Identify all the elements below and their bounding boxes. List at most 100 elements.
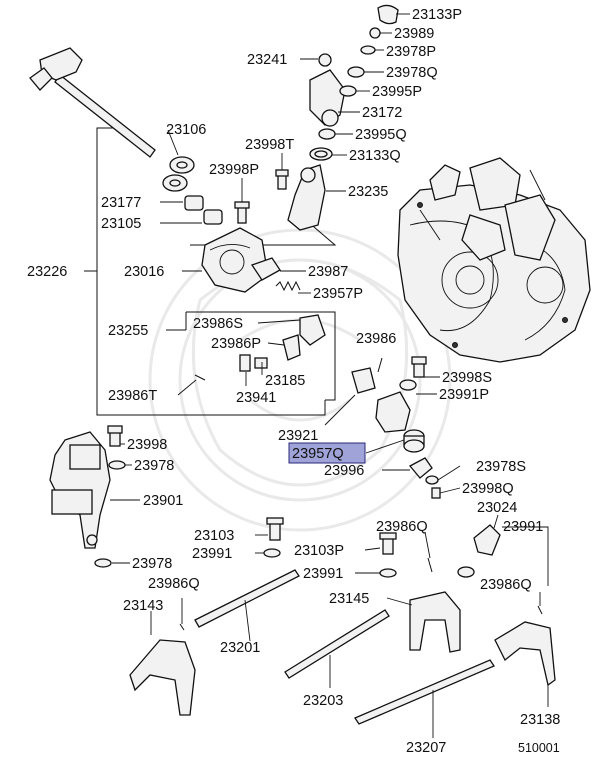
bolt-23103P: [379, 532, 397, 555]
washer-23991-b: [379, 568, 397, 578]
part-label-23991-a[interactable]: 23991: [192, 546, 232, 562]
part-label-23978-bottom[interactable]: 23978: [132, 556, 172, 572]
part-label-23138[interactable]: 23138: [520, 712, 560, 728]
shift-rail-23207: [354, 659, 495, 725]
part-label-23226[interactable]: 23226: [27, 264, 67, 280]
part-label-23996[interactable]: 23996: [324, 463, 364, 479]
washer-23991P: [399, 379, 417, 391]
part-label-23986Q-left[interactable]: 23986Q: [148, 576, 200, 592]
spring-23957P: [275, 280, 301, 292]
nut-23989: [369, 27, 381, 39]
shift-fork-23143: [129, 639, 196, 716]
shift-lever-23235: [287, 164, 326, 231]
part-label-23986Q-far[interactable]: 23986Q: [480, 577, 532, 593]
part-label-23177[interactable]: 23177: [101, 195, 141, 211]
bolt-23103: [266, 517, 284, 541]
part-label-23235[interactable]: 23235: [348, 184, 388, 200]
pin-23986Q-left: [179, 623, 185, 631]
bracket-23901: [49, 431, 111, 549]
part-label-23998Q[interactable]: 23998Q: [462, 481, 514, 497]
interlock-housing-23016: [201, 227, 269, 293]
bolt-23998P: [234, 201, 250, 224]
bolt-23998Q: [431, 487, 441, 499]
part-label-23901[interactable]: 23901: [143, 493, 183, 509]
pin-23986Q-mid: [427, 557, 433, 573]
bushing-23105: [203, 209, 223, 225]
part-label-23998P[interactable]: 23998P: [209, 162, 259, 178]
part-label-23241[interactable]: 23241: [247, 52, 287, 68]
figure-code: 510001: [518, 741, 560, 755]
shift-fork-23145: [409, 591, 461, 653]
lever-23996: [408, 457, 433, 479]
shift-rail-23203: [284, 609, 390, 679]
part-label-23998-left[interactable]: 23998: [127, 437, 167, 453]
part-label-23207[interactable]: 23207: [406, 740, 446, 756]
transmission-housing: [397, 157, 591, 363]
part-label-23998T[interactable]: 23998T: [245, 137, 294, 153]
part-label-23016[interactable]: 23016: [124, 264, 164, 280]
washer-23995Q: [318, 128, 336, 140]
part-label-23024[interactable]: 23024: [477, 500, 517, 516]
part-label-23172[interactable]: 23172: [362, 105, 402, 121]
leader-lines: [110, 13, 549, 738]
part-label-23203[interactable]: 23203: [303, 693, 343, 709]
part-labels: 23133P 23989 23978P 23241 23978Q 23995P …: [27, 7, 560, 756]
block-23921: [351, 367, 411, 433]
part-label-23986P[interactable]: 23986P: [211, 336, 261, 352]
part-label-23145[interactable]: 23145: [329, 591, 369, 607]
part-label-23986-mid[interactable]: 23986: [356, 331, 396, 347]
bolt-23998: [107, 425, 123, 447]
part-label-23941[interactable]: 23941: [236, 390, 276, 406]
part-label-23105[interactable]: 23105: [101, 216, 141, 232]
part-label-23995P[interactable]: 23995P: [372, 84, 422, 100]
shift-fork-23138: [494, 621, 556, 687]
plate-23987: [250, 257, 281, 281]
part-label-23986Q-right[interactable]: 23986Q: [376, 519, 428, 535]
washer-23978: [108, 460, 126, 470]
bolt-23998S: [411, 356, 427, 378]
part-label-23991-b[interactable]: 23991: [303, 566, 343, 582]
part-label-23201[interactable]: 23201: [220, 640, 260, 656]
part-label-23978-left[interactable]: 23978: [134, 458, 174, 474]
shaft-seal-23106: [169, 156, 195, 174]
plunger-23024: [473, 524, 501, 556]
part-label-23957Q[interactable]: 23957Q: [292, 446, 344, 462]
part-label-23103P[interactable]: 23103P: [294, 543, 344, 559]
bushing-23177: [184, 195, 204, 211]
part-label-23998S[interactable]: 23998S: [442, 370, 492, 386]
part-label-23255[interactable]: 23255: [108, 323, 148, 339]
sub-assembly-23255: [194, 314, 326, 381]
part-label-23986T[interactable]: 23986T: [108, 388, 157, 404]
part-label-23143[interactable]: 23143: [123, 598, 163, 614]
pin-23986: [377, 357, 383, 373]
part-label-23991P[interactable]: 23991P: [439, 387, 489, 403]
part-label-23103[interactable]: 23103: [194, 528, 234, 544]
part-label-23921[interactable]: 23921: [278, 428, 318, 444]
part-label-23957P[interactable]: 23957P: [313, 286, 363, 302]
part-label-23995Q[interactable]: 23995Q: [355, 127, 407, 143]
part-label-23978S[interactable]: 23978S: [476, 459, 526, 475]
part-label-23989[interactable]: 23989: [394, 26, 434, 42]
part-label-23106[interactable]: 23106: [166, 122, 206, 138]
washer-23978Q: [347, 66, 365, 78]
control-shaft: [29, 47, 156, 158]
part-label-23987[interactable]: 23987: [308, 264, 348, 280]
washer-23995P: [339, 85, 357, 97]
bushing-23957Q: [403, 429, 425, 453]
nut-23978-bottom: [94, 558, 112, 568]
highlight-box: [288, 442, 366, 464]
top-cap-23133P: [377, 4, 399, 25]
part-label-23991-right[interactable]: 23991: [503, 519, 543, 535]
oring-23133Q: [309, 147, 333, 161]
upper-lever-23172: [309, 53, 346, 127]
part-label-23986S[interactable]: 23986S: [193, 316, 243, 332]
washer-23991-a: [263, 548, 281, 558]
washer-23991: [457, 566, 475, 578]
part-label-23185[interactable]: 23185: [265, 373, 305, 389]
part-label-23978P[interactable]: 23978P: [386, 44, 436, 60]
part-label-23978Q-top[interactable]: 23978Q: [386, 65, 438, 81]
part-label-23133Q[interactable]: 23133Q: [349, 148, 401, 164]
shift-rail-23201: [194, 569, 300, 628]
part-label-23133P[interactable]: 23133P: [412, 7, 462, 23]
